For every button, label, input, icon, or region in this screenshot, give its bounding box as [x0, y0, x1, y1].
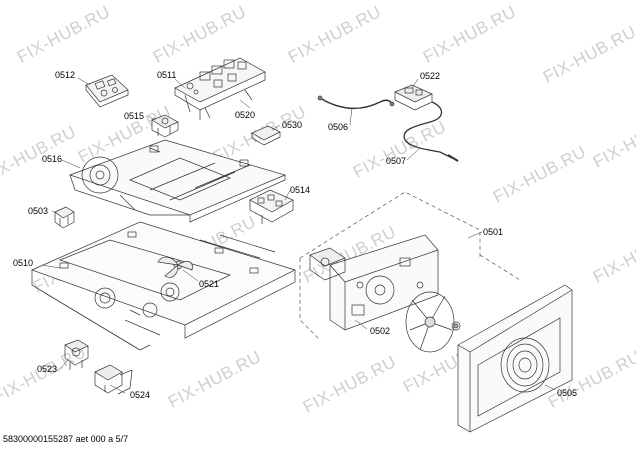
control-module-0511: [174, 57, 266, 120]
label-0516: 0516: [42, 154, 63, 164]
door-lock-0524: [94, 364, 133, 395]
top-panel-0516: [68, 139, 287, 223]
back-panel-0502: [309, 234, 439, 331]
convection-fan: [405, 291, 461, 353]
label-0514: 0514: [290, 185, 311, 195]
label-0502: 0502: [370, 326, 391, 336]
label-0510: 0510: [13, 258, 34, 268]
rear-assembly-0501: [299, 191, 521, 341]
cable-0506: [317, 95, 395, 110]
circuit-board-0512: [85, 74, 129, 108]
label-0501: 0501: [483, 227, 504, 237]
probe-cable-0507: [403, 101, 459, 162]
sensor-0522: [394, 84, 433, 111]
bracket-0503: [54, 206, 75, 229]
label-0503: 0503: [28, 206, 49, 216]
label-0523: 0523: [37, 364, 58, 374]
label-0511: 0511: [157, 70, 177, 80]
leader-lines: [41, 77, 556, 394]
part-0530: [251, 125, 281, 146]
label-0521: 0521: [199, 279, 220, 289]
back-cover-0505: [457, 284, 573, 433]
label-0512: 0512: [55, 70, 76, 80]
label-0530: 0530: [282, 120, 303, 130]
fan-0521: [157, 256, 193, 278]
base-plate-0510: [31, 221, 296, 351]
label-0520: 0520: [235, 110, 256, 120]
label-0507: 0507: [386, 156, 407, 166]
label-0524: 0524: [130, 390, 151, 400]
switch-0515: [151, 114, 179, 138]
label-0515: 0515: [124, 111, 145, 121]
switch-0523: [64, 339, 89, 370]
board-0514: [249, 189, 294, 224]
document-footer: 58300000155287 aet 000 a 5/7: [3, 434, 129, 444]
label-0522: 0522: [420, 71, 441, 81]
label-0505: 0505: [557, 388, 578, 398]
label-0506: 0506: [328, 122, 349, 132]
